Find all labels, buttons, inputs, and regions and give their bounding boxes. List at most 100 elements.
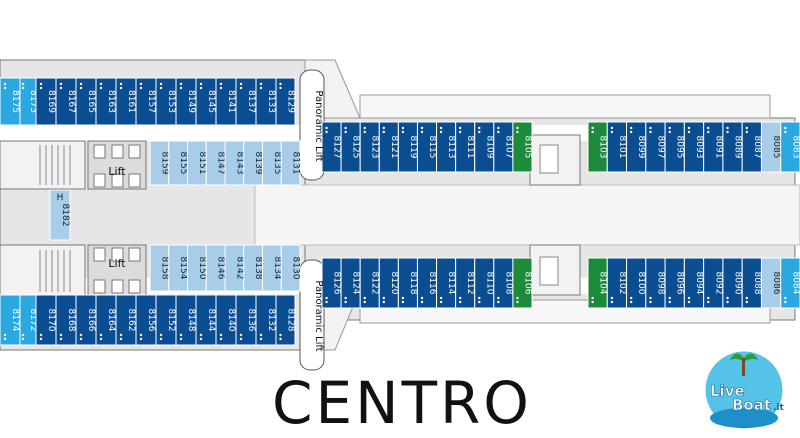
berth-dot — [259, 86, 263, 90]
cabin-8121[interactable]: 8121 — [378, 121, 399, 173]
cabin-8093[interactable]: 8093 — [683, 121, 705, 173]
cabin-8148[interactable]: 8148 — [175, 294, 197, 346]
cabin-8115[interactable]: 8115 — [416, 121, 438, 173]
berth-dot — [219, 82, 223, 86]
lift-label-top: Lift — [108, 165, 126, 178]
cabin-8129[interactable]: 8129 — [275, 77, 296, 126]
cabin-8108[interactable]: 8108 — [493, 257, 514, 309]
cabin-8156[interactable]: 8156 — [135, 294, 157, 346]
cabin-8159[interactable]: 8159 — [149, 140, 169, 186]
cabin-8134[interactable]: 8134 — [262, 244, 282, 292]
cabin-8124[interactable]: 8124 — [340, 257, 361, 309]
cabin-8143[interactable]: 8143 — [224, 140, 244, 186]
cabin-8125[interactable]: 8125 — [340, 121, 361, 173]
cabin-8133[interactable]: 8133 — [255, 77, 277, 126]
cabin-8128[interactable]: 8128 — [275, 294, 296, 346]
cabin-8112[interactable]: 8112 — [455, 257, 476, 309]
cabin-8146[interactable]: 8146 — [205, 244, 226, 292]
cabin-8166[interactable]: 8166 — [75, 294, 97, 346]
cabin-8152[interactable]: 8152 — [155, 294, 177, 346]
cabin-8132[interactable]: 8132 — [255, 294, 277, 346]
cabin-8150[interactable]: 8150 — [187, 244, 207, 292]
cabin-8089[interactable]: 8089 — [722, 121, 743, 173]
cabin-8116[interactable]: 8116 — [416, 257, 438, 309]
cabin-8118[interactable]: 8118 — [397, 257, 418, 309]
cabin-8099[interactable]: 8099 — [626, 121, 647, 173]
cabin-8091[interactable]: 8091 — [703, 121, 724, 173]
cabin-8136[interactable]: 8136 — [235, 294, 257, 346]
cabin-8114[interactable]: 8114 — [436, 257, 457, 309]
cabin-8139[interactable]: 8139 — [243, 140, 263, 186]
cabin-8158[interactable]: 8158 — [149, 244, 169, 292]
berth-dot — [239, 82, 243, 86]
cabin-8092[interactable]: 8092 — [703, 257, 724, 309]
cabin-8130[interactable]: 8130 — [280, 244, 301, 292]
cabin-8103[interactable]: 8103 — [587, 121, 608, 173]
cabin-8144[interactable]: 8144 — [195, 294, 217, 346]
cabin-8162[interactable]: 8162 — [115, 294, 137, 346]
cabin-8097[interactable]: 8097 — [645, 121, 666, 173]
cabin-8169[interactable]: 8169 — [35, 77, 57, 126]
cabin-8138[interactable]: 8138 — [243, 244, 263, 292]
cabin-8109[interactable]: 8109 — [474, 121, 495, 173]
cabin-number: 8104 — [598, 272, 608, 295]
cabin-8141[interactable]: 8141 — [215, 77, 237, 126]
cabin-8137[interactable]: 8137 — [235, 77, 257, 126]
cabin-number: 8099 — [636, 136, 646, 159]
cabin-8170[interactable]: 8170 — [35, 294, 57, 346]
cabin-8165[interactable]: 8165 — [75, 77, 97, 126]
cabin-number: 8119 — [408, 136, 418, 159]
cabin-8122[interactable]: 8122 — [359, 257, 380, 309]
cabin-8145[interactable]: 8145 — [195, 77, 217, 126]
cabin-8090[interactable]: 8090 — [722, 257, 743, 309]
cabin-8155[interactable]: 8155 — [168, 140, 188, 186]
cabin-number: 8100 — [636, 272, 646, 295]
cabin-8104[interactable]: 8104 — [587, 257, 608, 309]
cabin-8149[interactable]: 8149 — [175, 77, 197, 126]
cabin-8135[interactable]: 8135 — [262, 140, 282, 186]
cabin-8107[interactable]: 8107 — [493, 121, 514, 173]
cabin-8157[interactable]: 8157 — [135, 77, 157, 126]
cabin-8086[interactable]: 8086 — [760, 257, 782, 309]
cabin-8094[interactable]: 8094 — [683, 257, 705, 309]
cabin-8120[interactable]: 8120 — [378, 257, 399, 309]
cabin-8098[interactable]: 8098 — [645, 257, 666, 309]
cabin-8102[interactable]: 8102 — [606, 257, 628, 309]
cabin-8105[interactable]: 8105 — [512, 121, 533, 173]
cabin-8096[interactable]: 8096 — [664, 257, 685, 309]
cabin-8085[interactable]: 8085 — [760, 121, 782, 173]
cabin-8167[interactable]: 8167 — [55, 77, 77, 126]
cabin-8113[interactable]: 8113 — [436, 121, 457, 173]
cabin-8172[interactable]: 8172 — [19, 294, 38, 346]
berth-dot — [745, 130, 749, 134]
cabin-8164[interactable]: 8164 — [95, 294, 117, 346]
cabin-8182[interactable]: 8182 — [49, 189, 71, 241]
cabin-8111[interactable]: 8111 — [455, 121, 476, 173]
cabin-8110[interactable]: 8110 — [474, 257, 495, 309]
cabin-8087[interactable]: 8087 — [741, 121, 762, 173]
cabin-8123[interactable]: 8123 — [359, 121, 380, 173]
cabin-8174[interactable]: 8174 — [0, 294, 21, 346]
cabin-8119[interactable]: 8119 — [397, 121, 418, 173]
cabin-8127[interactable]: 8127 — [321, 121, 342, 173]
cabin-8106[interactable]: 8106 — [512, 257, 533, 309]
cabin-8153[interactable]: 8153 — [155, 77, 177, 126]
cabin-8161[interactable]: 8161 — [115, 77, 137, 126]
cabin-8142[interactable]: 8142 — [224, 244, 244, 292]
cabin-8151[interactable]: 8151 — [187, 140, 207, 186]
cabin-8163[interactable]: 8163 — [95, 77, 117, 126]
cabin-8088[interactable]: 8088 — [741, 257, 762, 309]
cabin-8095[interactable]: 8095 — [664, 121, 685, 173]
cabin-8173[interactable]: 8173 — [19, 77, 38, 126]
cabin-8140[interactable]: 8140 — [215, 294, 237, 346]
cabin-8154[interactable]: 8154 — [168, 244, 188, 292]
cabin-8084[interactable]: 8084 — [780, 257, 800, 309]
cabin-box — [780, 121, 800, 173]
cabin-8175[interactable]: 8175 — [0, 77, 21, 126]
cabin-8100[interactable]: 8100 — [626, 257, 647, 309]
cabin-8083[interactable]: 8083 — [780, 121, 800, 173]
cabin-8131[interactable]: 8131 — [280, 140, 301, 186]
cabin-8168[interactable]: 8168 — [55, 294, 77, 346]
cabin-8101[interactable]: 8101 — [606, 121, 628, 173]
cabin-8147[interactable]: 8147 — [205, 140, 226, 186]
